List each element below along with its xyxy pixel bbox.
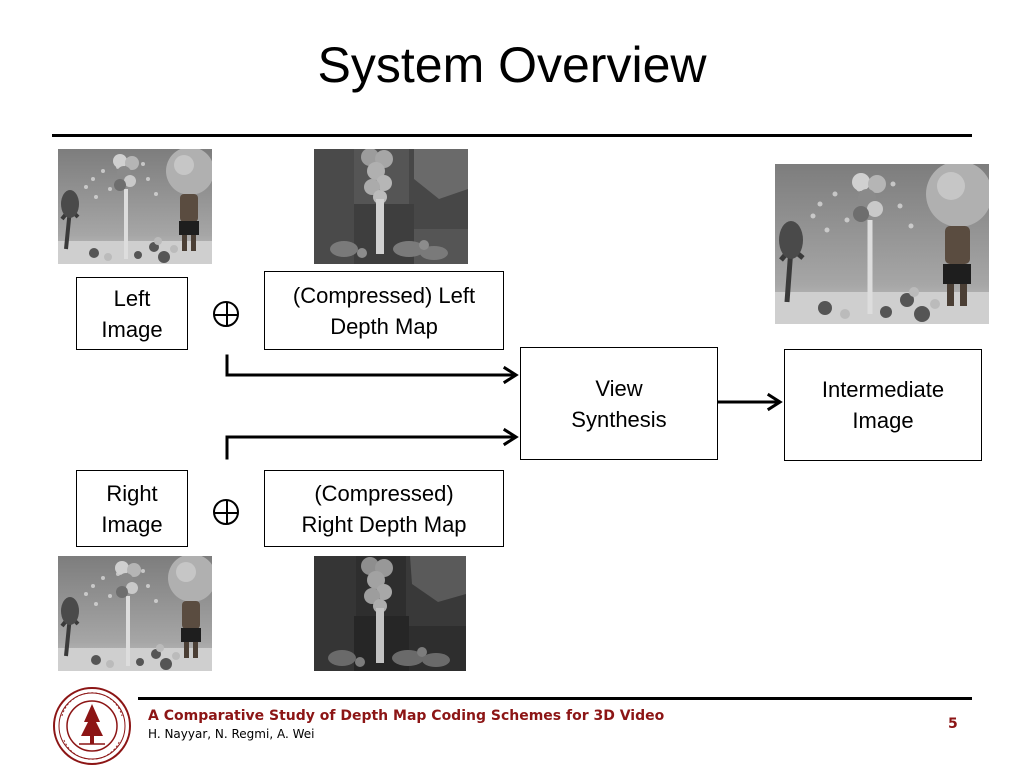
view-synthesis-box: View Synthesis — [520, 347, 718, 460]
combine-right-icon — [213, 499, 239, 525]
right-view-photo — [58, 556, 212, 671]
page-number: 5 — [948, 716, 958, 732]
left-input-arrowhead — [502, 365, 519, 385]
slide-title: System Overview — [317, 37, 707, 93]
title-divider — [52, 134, 972, 137]
output-arrowhead — [766, 392, 783, 412]
left-depth-map — [314, 149, 468, 264]
footer-divider — [138, 697, 972, 700]
intermediate-image-box: Intermediate Image — [784, 349, 982, 461]
left-image-box: Left Image — [76, 277, 188, 350]
left-depth-map-box: (Compressed) Left Depth Map — [264, 271, 504, 350]
footer-presentation-title: A Comparative Study of Depth Map Coding … — [148, 708, 665, 724]
left-view-photo — [58, 149, 212, 264]
stanford-seal-logo — [53, 687, 131, 765]
right-depth-map-box: (Compressed) Right Depth Map — [264, 470, 504, 547]
intermediate-view-photo — [775, 164, 989, 324]
left-input-arrow — [225, 354, 516, 377]
footer-authors: H. Nayyar, N. Regmi, A. Wei — [148, 727, 315, 741]
right-input-arrowhead — [502, 427, 519, 447]
combine-left-icon — [213, 301, 239, 327]
right-input-arrow — [225, 435, 516, 460]
right-image-box: Right Image — [76, 470, 188, 547]
right-depth-map — [314, 556, 466, 671]
